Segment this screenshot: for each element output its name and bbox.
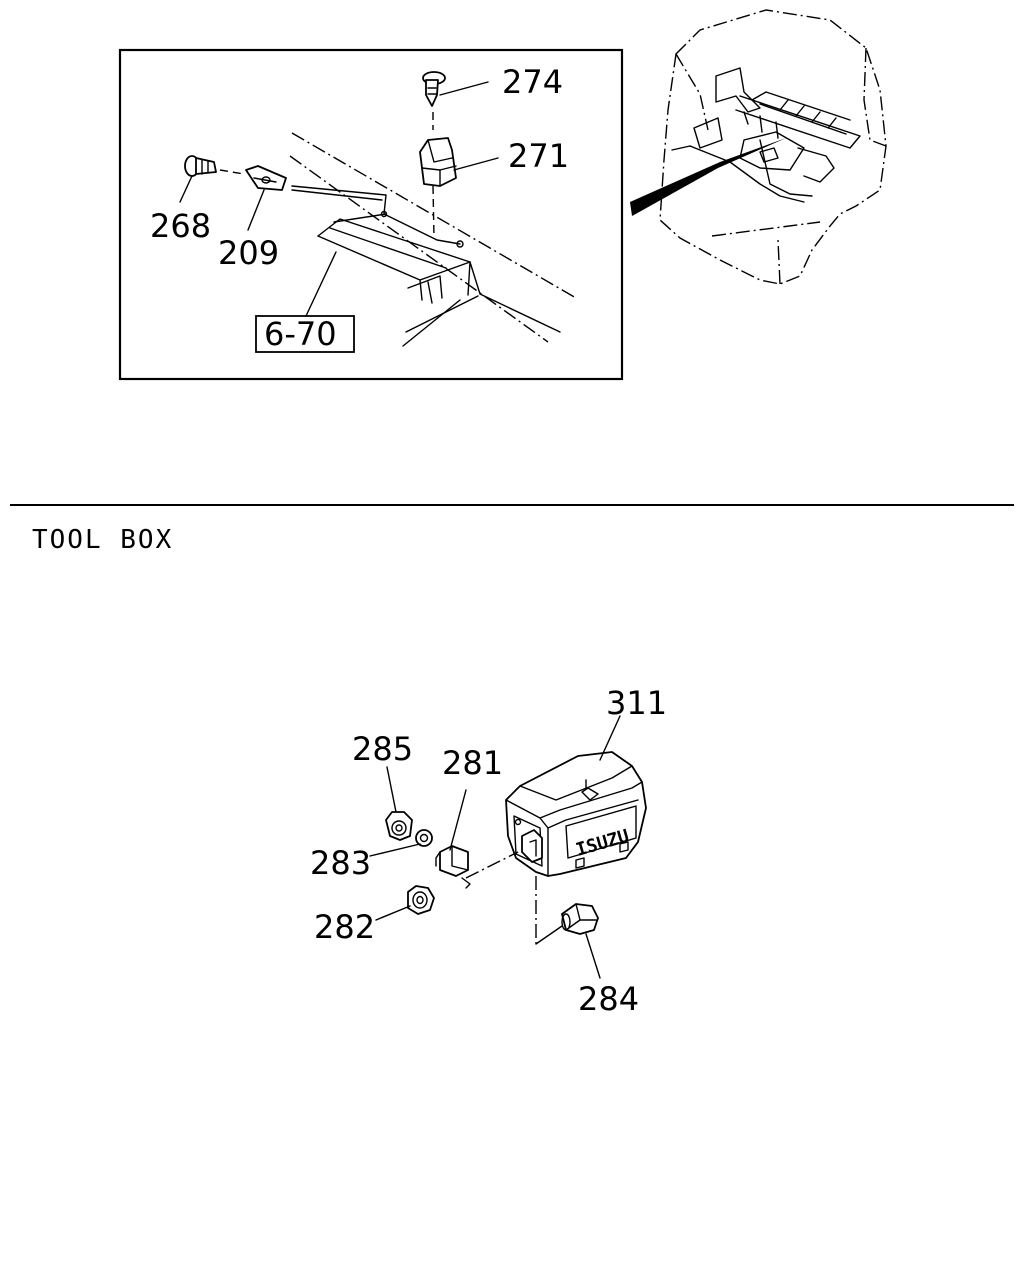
callout-282: 282 [314, 908, 375, 946]
screw-274 [422, 71, 446, 107]
locator-pointer [630, 138, 786, 216]
floor-panel [317, 213, 561, 347]
callout-311: 311 [606, 684, 667, 722]
detail-frame [118, 48, 624, 381]
washer-283 [415, 829, 433, 847]
screw-268 [184, 155, 217, 177]
section-title: TOOL BOX [32, 525, 173, 555]
callout-209: 209 [218, 234, 279, 272]
callout-283: 283 [310, 844, 371, 882]
wire-harness [291, 185, 461, 245]
clip-209 [245, 165, 287, 191]
tool-box-311: ISUZU [505, 751, 647, 877]
cab-locator [630, 9, 887, 285]
nut-282 [407, 885, 435, 915]
callout-268: 268 [150, 207, 211, 245]
clip-271 [419, 137, 457, 187]
callout-271: 271 [508, 137, 569, 175]
callout-281: 281 [442, 744, 503, 782]
bolt-284 [561, 903, 599, 935]
callout-274: 274 [502, 63, 563, 101]
reference-label: 6-70 [264, 315, 337, 353]
nut-285 [385, 811, 413, 841]
cab-interior [671, 67, 861, 203]
tool-box-assembly: ISUZU [310, 684, 667, 1018]
detail-view: 274 271 268 209 6-70 [118, 48, 624, 381]
callout-285: 285 [352, 730, 413, 768]
reference-box [255, 315, 355, 353]
bracket-281 [435, 845, 471, 889]
callout-284: 284 [578, 980, 639, 1018]
